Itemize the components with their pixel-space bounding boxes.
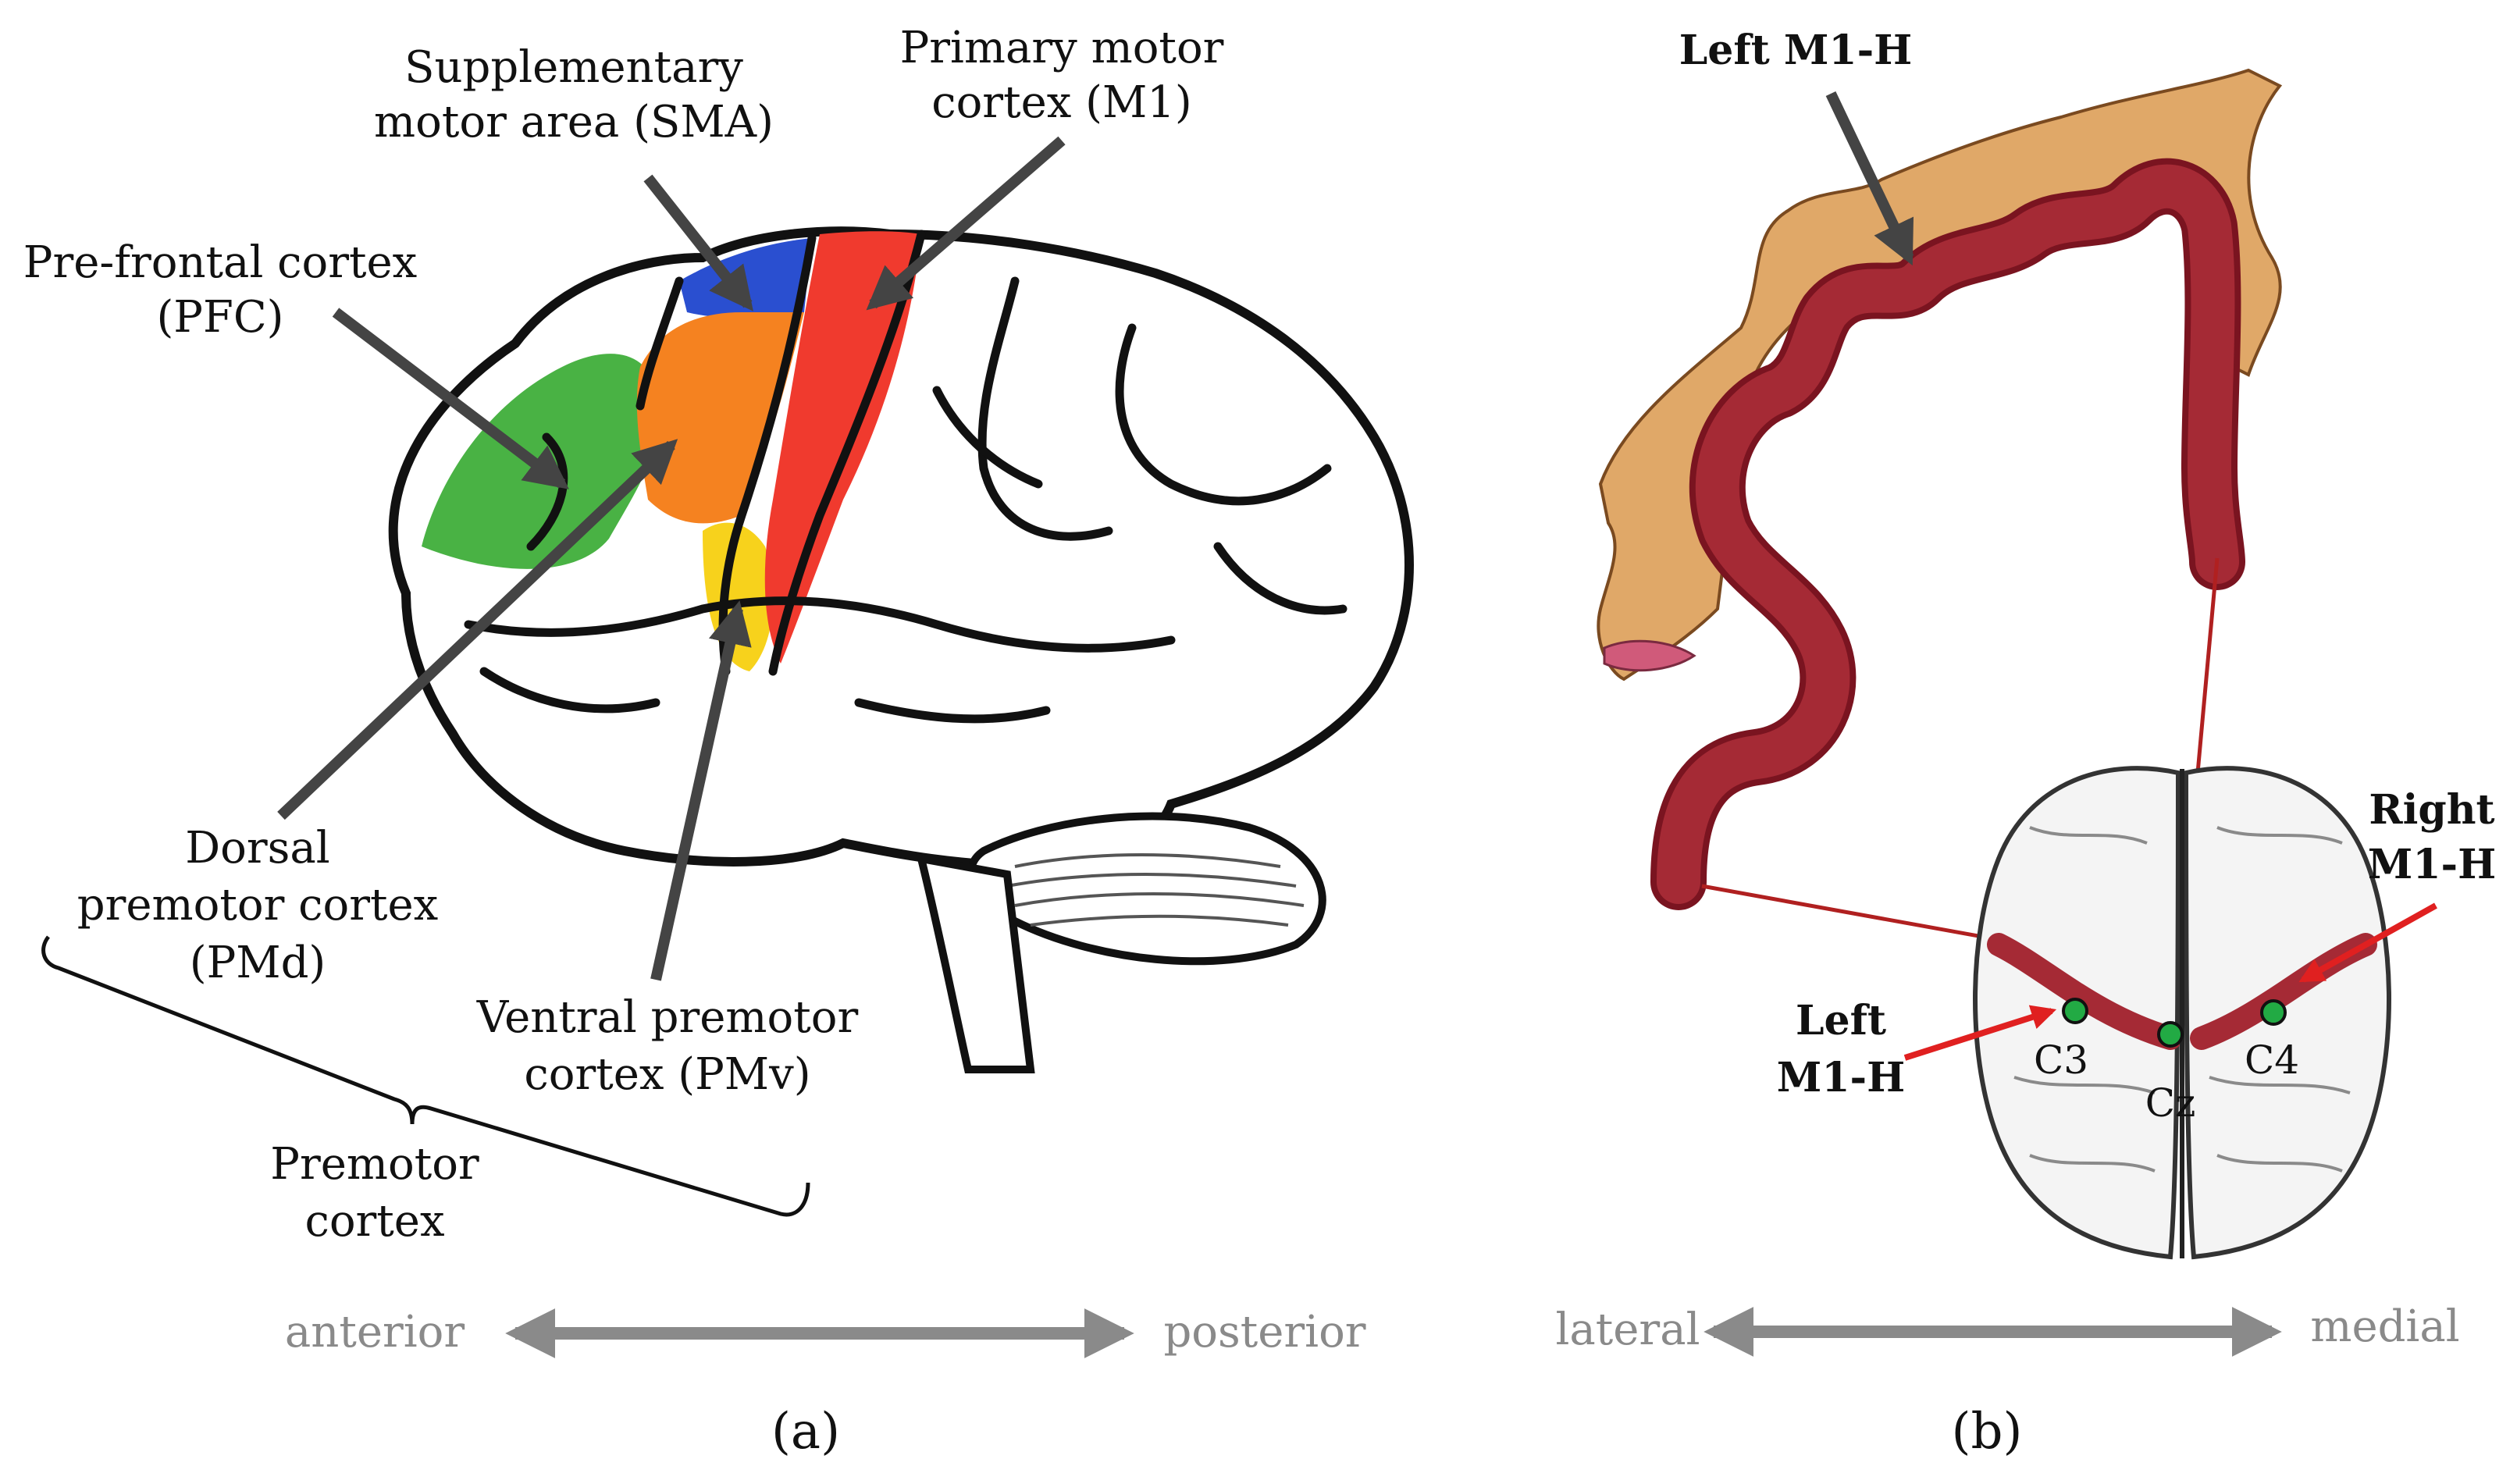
pointer-pfc xyxy=(332,308,569,489)
electrode-label-c4: C4 xyxy=(2245,1037,2299,1083)
label-premotor-line1: Premotor xyxy=(270,1139,479,1190)
label-left-m1h-top: Left M1-H xyxy=(1679,27,1913,74)
axis-anterior-label: anterior xyxy=(285,1307,465,1358)
electrode-c4 xyxy=(2260,999,2287,1026)
motor-cortex-strip-fill xyxy=(1657,164,2239,904)
pointer-pmd xyxy=(277,439,678,820)
brain-lateral-illustration xyxy=(388,226,1414,1073)
label-pmv-line1: Ventral premotor xyxy=(476,992,859,1043)
pointer-pmv xyxy=(650,600,752,981)
label-sma-line2: motor area (SMA) xyxy=(374,97,774,148)
label-right-m1h-line2: M1-H xyxy=(2368,841,2496,888)
pointer-left-m1h-top xyxy=(1825,91,1914,266)
panel-a: Supplementary motor area (SMA) Primary m… xyxy=(23,23,1414,1461)
pointer-left-m1h xyxy=(1903,1005,2057,1061)
label-pfc-line1: Pre-frontal cortex xyxy=(23,237,417,288)
label-right-m1h-line1: Right xyxy=(2369,786,2494,834)
axis-posterior-label: posterior xyxy=(1163,1307,1365,1358)
label-pfc-line2: (PFC) xyxy=(156,292,283,343)
region-pmd xyxy=(636,312,804,524)
label-pmd-line1: Dorsal xyxy=(185,823,329,874)
gyri-lines xyxy=(464,230,1348,724)
panel-b: C3 Cz C4 Left M1-H Right M1-H Left M1-H … xyxy=(1555,27,2496,1461)
label-pmd-line2: premotor cortex xyxy=(77,880,438,931)
label-sma-line1: Supplementary xyxy=(404,42,743,93)
electrode-label-cz: Cz xyxy=(2145,1080,2196,1126)
axis-lateral-label: lateral xyxy=(1555,1304,1700,1355)
label-left-m1h-line1: Left xyxy=(1796,997,1886,1044)
projection-line-left xyxy=(1701,884,2027,947)
brain-top-view: C3 Cz C4 xyxy=(1973,766,2391,1260)
caption-b: (b) xyxy=(1952,1403,2023,1461)
label-premotor-line2: cortex xyxy=(304,1196,444,1247)
right-hemisphere xyxy=(2183,766,2391,1260)
label-pmv-line2: cortex (PMv) xyxy=(524,1049,810,1100)
panel-a-pointers xyxy=(277,136,1066,981)
electrode-c3 xyxy=(2062,998,2088,1024)
label-pmd-line3: (PMd) xyxy=(190,938,326,988)
top-view-gyri xyxy=(2013,826,2351,1173)
pointer-right-m1h xyxy=(2298,902,2437,983)
cerebellum xyxy=(967,812,1326,966)
axis-medial-label: medial xyxy=(2310,1301,2459,1352)
cerebellum-folia xyxy=(1006,853,1305,927)
electrode-cz xyxy=(2157,1021,2184,1048)
electrode-label-c3: C3 xyxy=(2034,1037,2088,1083)
label-m1-line2: cortex (M1) xyxy=(931,77,1192,128)
pointer-sma xyxy=(643,174,753,311)
label-left-m1h-line2: M1-H xyxy=(1777,1054,1905,1101)
premotor-brace xyxy=(41,935,810,1217)
caption-a: (a) xyxy=(771,1403,840,1461)
label-m1-line1: Primary motor xyxy=(900,23,1224,73)
homunculus-tongue xyxy=(1603,639,1696,672)
pointer-m1 xyxy=(866,136,1066,311)
brainstem xyxy=(916,853,1035,1073)
